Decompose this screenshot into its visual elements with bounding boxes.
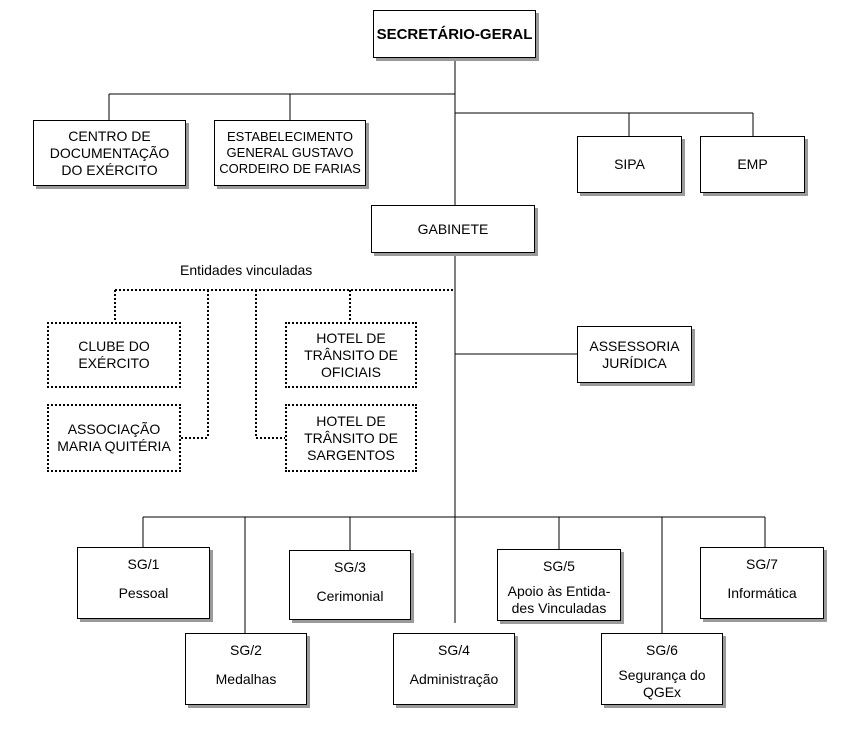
- section-code: SG/2: [230, 642, 262, 658]
- section-sg3-box: SG/3 Cerimonial: [289, 550, 411, 620]
- emp-label: EMP: [737, 156, 768, 172]
- hotel-sargentos-label: HOTEL DE TRÂNSITO DE SARGENTOS: [304, 412, 398, 463]
- section-code: SG/1: [127, 556, 160, 572]
- clube-exercito-label: CLUBE DO EXÉRCITO: [78, 338, 150, 371]
- section-code: SG/5: [543, 558, 575, 574]
- estabelecimento-box: ESTABELECIMENTO GENERAL GUSTAVO CORDEIRO…: [214, 120, 366, 186]
- secretario-geral-box: SECRETÁRIO-GERAL: [373, 10, 536, 58]
- section-sg7-box: SG/7 Informática: [700, 547, 824, 619]
- entidades-links: [114, 289, 455, 439]
- gabinete-label: GABINETE: [417, 220, 489, 237]
- sipa-box: SIPA: [577, 136, 682, 193]
- assessoria-juridica-label: ASSESSORIA JURÍDICA: [589, 337, 680, 371]
- section-name: Apoio às Entida- des Vinculadas: [507, 583, 611, 616]
- clube-exercito-box: CLUBE DO EXÉRCITO: [47, 322, 181, 388]
- associacao-maria-quiteria-box: ASSOCIAÇÃO MARIA QUITÉRIA: [47, 404, 181, 472]
- entidades-vinculadas-title: Entidades vinculadas: [180, 262, 313, 278]
- centro-documentacao-box: CENTRO DE DOCUMENTAÇÃO DO EXÉRCITO: [33, 120, 186, 186]
- section-sg4-box: SG/4 Administração: [393, 633, 515, 705]
- sipa-label: SIPA: [614, 156, 645, 172]
- hotel-oficiais-label: HOTEL DE TRÂNSITO DE OFICIAIS: [304, 329, 398, 380]
- section-name: Administração: [409, 671, 499, 687]
- section-name: Cerimonial: [316, 588, 384, 604]
- hotel-oficiais-box: HOTEL DE TRÂNSITO DE OFICIAIS: [285, 322, 417, 388]
- section-sg1-box: SG/1 Pessoal: [77, 547, 210, 619]
- estabelecimento-label: ESTABELECIMENTO GENERAL GUSTAVO CORDEIRO…: [219, 129, 361, 176]
- section-sg6-box: SG/6 Segurança do QGEx: [601, 633, 723, 705]
- section-code: SG/7: [746, 556, 778, 572]
- section-code: SG/4: [438, 642, 470, 658]
- section-name: Pessoal: [118, 585, 169, 601]
- section-name: Segurança do QGEx: [618, 667, 706, 700]
- section-sg5-box: SG/5 Apoio às Entida- des Vinculadas: [497, 549, 621, 621]
- assessoria-juridica-box: ASSESSORIA JURÍDICA: [577, 326, 692, 383]
- hotel-sargentos-box: HOTEL DE TRÂNSITO DE SARGENTOS: [285, 404, 417, 472]
- section-code: SG/3: [334, 559, 366, 575]
- gabinete-box: GABINETE: [371, 205, 535, 253]
- section-sg2-box: SG/2 Medalhas: [185, 633, 307, 705]
- secretario-geral-label: SECRETÁRIO-GERAL: [376, 25, 533, 43]
- emp-box: EMP: [700, 136, 805, 193]
- section-name: Medalhas: [215, 671, 277, 687]
- section-code: SG/6: [646, 642, 678, 658]
- centro-documentacao-label: CENTRO DE DOCUMENTAÇÃO DO EXÉRCITO: [49, 127, 170, 178]
- section-name: Informática: [727, 585, 797, 601]
- associacao-maria-quiteria-label: ASSOCIAÇÃO MARIA QUITÉRIA: [57, 421, 171, 454]
